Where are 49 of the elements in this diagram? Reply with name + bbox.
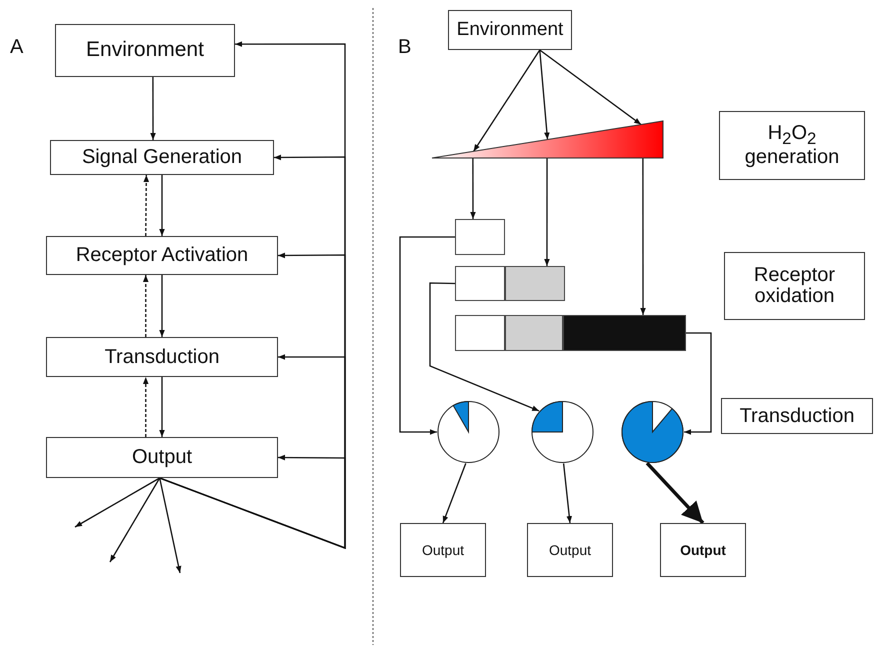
arrow (539, 50, 550, 140)
arrow (640, 158, 646, 315)
node-label: Output (420, 542, 466, 558)
process-box (724, 252, 865, 320)
arrow (562, 463, 572, 524)
node-label: Transduction (738, 406, 856, 426)
arrow (539, 49, 642, 126)
arrow (159, 175, 165, 236)
panel-letter: B (398, 36, 412, 59)
node-label: Environment (456, 20, 564, 40)
arrow (143, 175, 150, 236)
process-box (719, 111, 865, 180)
panel-letter: A (10, 36, 24, 59)
arrow (109, 478, 160, 562)
process-box (721, 398, 873, 434)
process-box (400, 523, 486, 577)
arrow (399, 236, 455, 435)
node-label: Environment (85, 39, 205, 62)
node-label: Output (548, 542, 592, 558)
arrow (473, 50, 540, 152)
node-label: Receptor oxidation (752, 265, 836, 307)
node-label: Transduction (104, 346, 220, 368)
process-box (46, 337, 278, 377)
arrow (159, 478, 182, 574)
node-label: Output (130, 447, 194, 468)
arrow (159, 454, 346, 549)
arrow (74, 477, 160, 528)
arrow (684, 332, 712, 435)
arrow (544, 158, 550, 266)
arrow (159, 275, 165, 337)
arrow (442, 463, 466, 524)
arrow (646, 462, 704, 524)
process-box (55, 24, 235, 77)
node-label: Output (679, 542, 727, 558)
arrow (159, 377, 165, 437)
arrow (470, 158, 476, 219)
arrow (150, 77, 156, 140)
node-label: Signal Generation (80, 147, 244, 168)
node-label: Receptor Activation (74, 245, 250, 266)
arrow (429, 282, 540, 412)
process-box (46, 437, 278, 478)
arrow (142, 377, 149, 437)
process-box (50, 140, 274, 175)
node-label: H$_{2}$O$_{2}$ generation (744, 122, 840, 168)
arrow (142, 275, 149, 337)
process-box (660, 523, 746, 577)
process-box (448, 10, 572, 50)
process-box (527, 523, 613, 577)
process-box (46, 236, 278, 275)
